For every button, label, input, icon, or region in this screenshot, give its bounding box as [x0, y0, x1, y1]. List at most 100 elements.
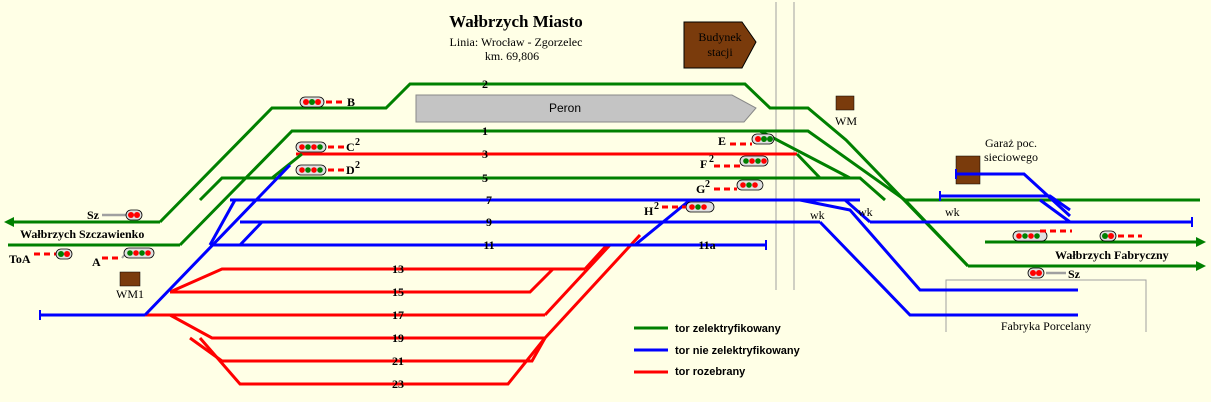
track-label-5: 5 — [482, 171, 488, 185]
platform — [415, 94, 757, 123]
signal-e: E — [718, 133, 775, 148]
arrow-right-2-icon — [1196, 261, 1206, 271]
signal-sz-left: Sz — [87, 208, 143, 222]
track-label-3: 3 — [482, 147, 488, 161]
track-7-exit — [799, 198, 1078, 292]
legend: tor zelektryfikowany tor nie zelektryfik… — [634, 323, 801, 378]
signal-g2-label: G — [696, 182, 705, 196]
signal-right-1 — [1012, 229, 1072, 242]
track-7-link-right — [844, 198, 871, 224]
signal-d2-label: D — [346, 163, 355, 177]
signal-g2: G 2 — [696, 179, 764, 196]
track-label-11: 11 — [483, 238, 494, 252]
wk-label-c: wk — [945, 205, 960, 219]
track-15 — [170, 267, 555, 294]
electrified-tracks — [8, 82, 1200, 268]
factory-blue-link — [1039, 198, 1071, 224]
signal-g2-sup: 2 — [705, 179, 710, 190]
wm1-label: WM1 — [116, 287, 144, 301]
garage-label-2: sieciowego — [984, 150, 1038, 164]
track-label-9: 9 — [486, 215, 492, 229]
wm1-building-icon — [119, 271, 141, 287]
station-title: Wałbrzych Miasto — [449, 12, 583, 31]
destination-left: Wałbrzych Szczawienko — [20, 227, 144, 241]
signal-sz-left-label: Sz — [87, 208, 100, 222]
signal-a-label: A — [92, 255, 101, 269]
signal-f2: F 2 — [700, 154, 769, 171]
destination-right: Wałbrzych Fabryczny — [1055, 248, 1169, 262]
arrow-left-up-icon — [4, 217, 14, 227]
track-label-11a: 11a — [698, 238, 715, 252]
signal-d2: D 2 — [295, 160, 360, 177]
signal-c2-sup: 2 — [355, 137, 360, 148]
track-label-21: 21 — [392, 354, 404, 368]
dismantled-tracks — [145, 152, 797, 386]
track-2 — [158, 82, 970, 268]
signal-b-label: B — [347, 95, 355, 109]
wk-label-b: wk — [858, 205, 873, 219]
signal-a: A — [92, 247, 155, 269]
signal-toa-label: ToA — [9, 252, 31, 266]
track-13 — [169, 267, 585, 294]
signal-sz-right: Sz — [1027, 267, 1081, 281]
line-name: Linia: Wrocław - Zgorzelec — [450, 35, 583, 49]
signal-f2-label: F — [700, 157, 707, 171]
track-9-exit — [818, 220, 1078, 317]
signal-b: B — [299, 95, 355, 109]
arrow-right-icon — [1196, 237, 1206, 247]
factory-label: Fabryka Porcelany — [1001, 319, 1091, 333]
track-label-15: 15 — [392, 285, 404, 299]
signal-h2-label: H — [644, 204, 654, 218]
non-electrified-tracks — [40, 163, 1192, 317]
track-label-17: 17 — [392, 308, 404, 322]
wm-label: WM — [835, 114, 857, 128]
track-5 — [198, 176, 886, 202]
blue-bumpers — [39, 169, 1193, 320]
wk-label-a: wk — [810, 208, 825, 222]
signal-c2-label: C — [346, 140, 355, 154]
connector-19 — [543, 233, 642, 340]
blue-diag-left — [143, 163, 292, 317]
garage-track-2 — [956, 172, 1072, 218]
connector-13 — [583, 244, 608, 271]
platform-label: Peron — [549, 101, 581, 115]
connector-17 — [543, 243, 612, 317]
station-building-icon — [683, 21, 757, 69]
station-building-label-1: Budynek — [698, 30, 741, 44]
track-1-cross — [903, 198, 970, 268]
track-7-link — [208, 199, 237, 246]
signal-d2-sup: 2 — [355, 160, 360, 171]
signal-c2: C 2 — [295, 137, 360, 154]
track-1 — [178, 129, 1200, 247]
track-1-link — [759, 129, 851, 180]
signal-e-label: E — [718, 134, 726, 148]
legend-label-electrified: tor zelektryfikowany — [675, 323, 782, 335]
track-label-7: 7 — [486, 193, 492, 207]
track-21 — [189, 336, 547, 363]
legend-label-non-electrified: tor nie zelektryfikowany — [675, 345, 801, 357]
track-19 — [169, 313, 545, 340]
blue-diag-right — [634, 198, 691, 247]
signal-sz-right-label: Sz — [1068, 267, 1081, 281]
garage-building-icon — [955, 155, 981, 185]
track-label-1: 1 — [482, 124, 488, 138]
track-label-2: 2 — [482, 77, 488, 91]
signal-h2: H 2 — [644, 201, 715, 218]
track-label-23: 23 — [392, 377, 404, 391]
track-23 — [198, 337, 547, 386]
signal-f2-sup: 2 — [709, 154, 714, 165]
track-label-19: 19 — [392, 331, 404, 345]
factory-outline — [945, 279, 1147, 332]
signal-toa: ToA — [9, 248, 73, 266]
kilometer: km. 69,806 — [485, 49, 539, 63]
track-3-link — [795, 152, 822, 180]
station-building-label-2: stacji — [707, 45, 733, 59]
signal-h2-sup: 2 — [654, 201, 659, 212]
legend-label-dismantled: tor rozebrany — [675, 366, 746, 378]
signal-right-2 — [1099, 230, 1142, 242]
track-11-link — [238, 220, 264, 247]
track-label-13: 13 — [392, 262, 404, 276]
wm-building-icon — [835, 95, 855, 111]
garage-label-1: Garaż poc. — [985, 136, 1037, 150]
